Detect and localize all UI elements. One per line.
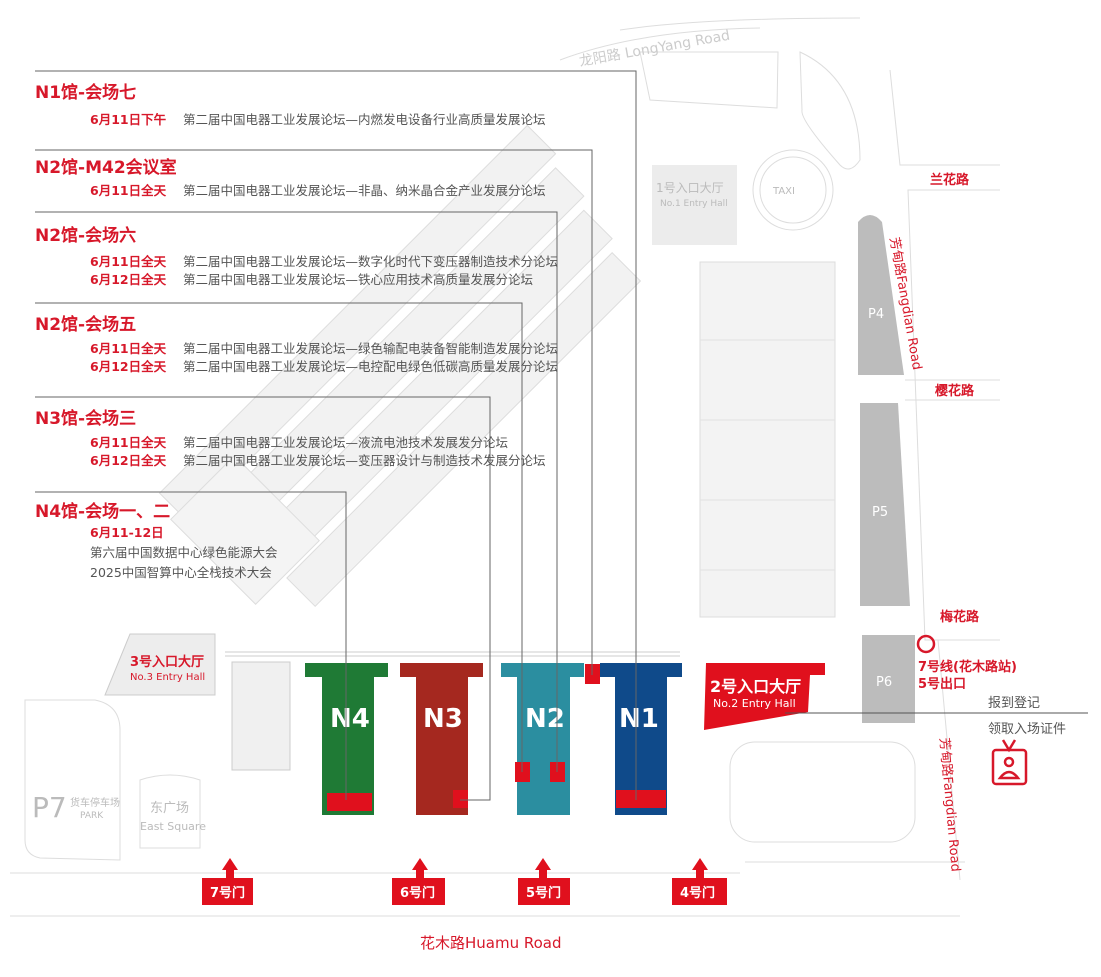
gate-5[interactable]: 5号门 bbox=[518, 858, 570, 905]
gate-7-label: 7号门 bbox=[210, 885, 245, 901]
entry3-label: 3号入口大厅 bbox=[130, 654, 204, 670]
hall-n2-label: N2 bbox=[525, 704, 565, 734]
p7-sub: 货车停车场 bbox=[70, 796, 120, 809]
event-name: 第二届中国电器工业发展论坛—非晶、纳米晶合金产业发展分论坛 bbox=[183, 183, 546, 198]
hall-n1-label: N1 bbox=[619, 704, 659, 734]
event-name: 第六届中国数据中心绿色能源大会 bbox=[90, 545, 278, 560]
gate-4[interactable]: 4号门 bbox=[672, 858, 727, 905]
entry3-hall[interactable] bbox=[104, 633, 216, 696]
registration-subtitle: 领取入场证件 bbox=[988, 722, 1066, 737]
event-name: 第二届中国电器工业发展论坛—变压器设计与制造技术发展分论坛 bbox=[183, 453, 546, 468]
venue-title: N2馆-会场五 bbox=[35, 314, 136, 335]
gate-5-label: 5号门 bbox=[526, 885, 561, 901]
metro-line: 7号线(花木路站) bbox=[918, 659, 1017, 675]
event-name: 第二届中国电器工业发展论坛—电控配电绿色低碳高质量发展分论坛 bbox=[183, 359, 558, 374]
parking-p4 bbox=[858, 215, 904, 375]
event-name: 2025中国智算中心全栈技术大会 bbox=[90, 565, 272, 580]
venue-title: N2馆-会场六 bbox=[35, 225, 136, 246]
event-name: 第二届中国电器工业发展论坛—绿色输配电装备智能制造发展分论坛 bbox=[183, 341, 558, 356]
east-square-en: East Square bbox=[140, 820, 206, 833]
gate-6-label: 6号门 bbox=[400, 885, 435, 901]
hall-unnamed bbox=[231, 661, 291, 771]
hall-n1[interactable]: N1 bbox=[600, 663, 682, 815]
parking-p4-label: P4 bbox=[868, 307, 884, 322]
road-longyang: 龙阳路 LongYang Road bbox=[578, 28, 731, 70]
event-name: 第二届中国电器工业发展论坛—内燃发电设备行业高质量发展论坛 bbox=[183, 112, 546, 127]
entry1-en: No.1 Entry Hall bbox=[660, 199, 728, 209]
entry2-label: 2号入口大厅 bbox=[710, 677, 801, 696]
venue-title: N3馆-会场三 bbox=[35, 408, 136, 429]
parking-p5 bbox=[860, 403, 910, 606]
hall-n2[interactable]: N2 bbox=[501, 663, 584, 815]
event-date: 6月12日全天 bbox=[90, 359, 167, 374]
event-name: 第二届中国电器工业发展论坛—数字化时代下变压器制造技术分论坛 bbox=[183, 254, 558, 269]
event-date: 6月12日全天 bbox=[90, 453, 167, 468]
hall-n3-label: N3 bbox=[423, 704, 463, 734]
taxi-icon: TAXI bbox=[772, 186, 795, 197]
event-date: 6月11日全天 bbox=[90, 435, 167, 450]
event-date: 6月11日全天 bbox=[90, 341, 167, 356]
metro-icon bbox=[916, 634, 936, 654]
entry1-label: 1号入口大厅 bbox=[656, 181, 724, 195]
event-date: 6月11日全天 bbox=[90, 183, 167, 198]
entry3-en: No.3 Entry Hall bbox=[130, 672, 205, 683]
gate-4-label: 4号门 bbox=[680, 885, 715, 901]
venue-title: N1馆-会场七 bbox=[35, 82, 136, 103]
east-square-cn: 东广场 bbox=[150, 801, 189, 816]
hall-n4-label: N4 bbox=[330, 704, 370, 734]
event-date: 6月11-12日 bbox=[90, 525, 164, 540]
venue-title: N2馆-M42会议室 bbox=[35, 157, 177, 178]
p7-en: PARK bbox=[80, 811, 104, 821]
metro-exit: 5号出口 bbox=[918, 676, 966, 692]
parking-p6-label: P6 bbox=[876, 675, 892, 690]
event-name: 第二届中国电器工业发展论坛—液流电池技术发展发分论坛 bbox=[183, 435, 508, 450]
gates: 7号门 6号门 5号门 4号门 bbox=[202, 858, 727, 905]
road-huamu: 花木路Huamu Road bbox=[420, 934, 562, 952]
event-date: 6月12日全天 bbox=[90, 272, 167, 287]
venue-list: N1馆-会场七 6月11日下午 第二届中国电器工业发展论坛—内燃发电设备行业高质… bbox=[35, 82, 558, 580]
road-yinghua: 樱花路 bbox=[935, 383, 975, 399]
registration-title: 报到登记 bbox=[988, 696, 1040, 711]
event-date: 6月11日全天 bbox=[90, 254, 167, 269]
parking-p7-label: P7 bbox=[32, 791, 67, 824]
event-name: 第二届中国电器工业发展论坛—铁心应用技术高质量发展分论坛 bbox=[183, 272, 533, 287]
parking-p5-label: P5 bbox=[872, 505, 888, 520]
entry2-en: No.2 Entry Hall bbox=[713, 697, 796, 710]
road-fangdian-lower: 芳甸路Fangdian Road bbox=[936, 737, 964, 872]
road-meihua: 梅花路 bbox=[940, 609, 980, 625]
venue-title: N4馆-会场一、二 bbox=[35, 501, 170, 522]
event-date: 6月11日下午 bbox=[90, 112, 167, 127]
leader-lines bbox=[35, 70, 637, 801]
background-map bbox=[10, 17, 1000, 917]
gate-6[interactable]: 6号门 bbox=[392, 858, 445, 905]
road-lanhua: 兰花路 bbox=[930, 172, 970, 188]
parking-p6 bbox=[862, 635, 915, 723]
hall-n3[interactable]: N3 bbox=[400, 663, 483, 815]
gate-7[interactable]: 7号门 bbox=[202, 858, 253, 905]
badge-icon bbox=[991, 739, 1028, 786]
